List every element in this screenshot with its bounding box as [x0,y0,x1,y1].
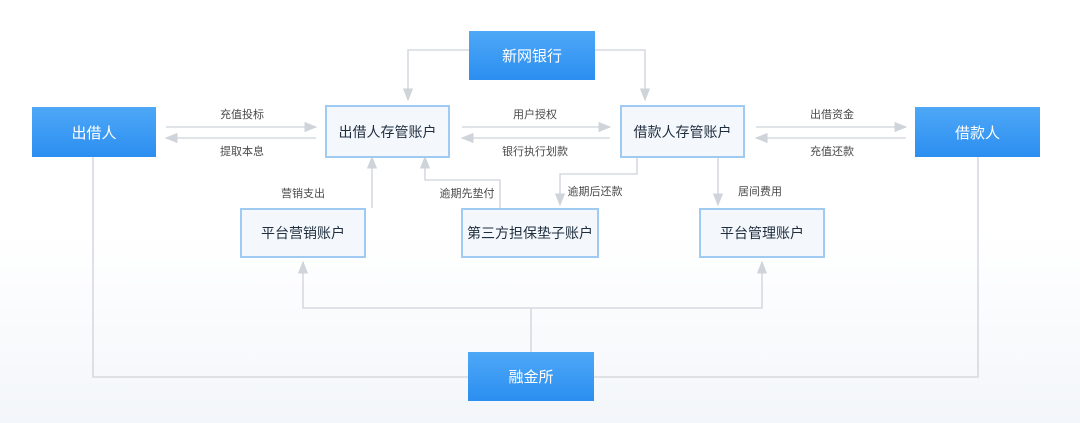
edge-overdue-repay [554,157,638,207]
edge-overdue-advance [419,155,501,208]
edge-label-recharge-invest: 充值投标 [220,108,264,121]
exchange-node-label: 融金所 [508,368,554,386]
borrower-account-node[interactable]: 借款人存管账户 [620,105,745,158]
bank-node-label: 新网银行 [501,47,562,65]
management-account-node-label: 平台管理账户 [720,226,804,242]
edge-lender-to-exchange [92,157,468,378]
edge-bank-to-lender-account [402,49,470,102]
edge-label-recharge-repay: 充值还款 [810,145,854,158]
edge-bank-to-borrower-account [594,49,651,102]
edge-exchange-to-management [531,260,768,309]
edge-label-overdue-advance: 逾期先垫付 [439,187,495,200]
exchange-node[interactable]: 融金所 [468,352,594,401]
lender-account-node[interactable]: 出借人存管账户 [325,105,450,158]
guarantee-account-node[interactable]: 第三方担保垫子账户 [461,208,599,258]
edge-label-withdraw-principal: 提取本息 [220,145,264,158]
lender-node[interactable]: 出借人 [32,107,156,157]
edge-label-overdue-repay: 逾期后还款 [567,185,623,198]
borrower-account-node-label: 借款人存管账户 [633,124,732,141]
edge-label-user-authorize: 用户授权 [513,108,557,121]
edge-exchange-to-marketing [297,260,531,309]
guarantee-account-node-label: 第三方担保垫子账户 [467,226,593,242]
borrower-node[interactable]: 借款人 [915,107,1040,157]
lender-account-node-label: 出借人存管账户 [338,124,437,141]
marketing-account-node-label: 平台营销账户 [261,226,345,242]
marketing-account-node[interactable]: 平台营销账户 [240,208,366,258]
lender-node-label: 出借人 [71,123,117,142]
edge-label-lend-funds: 出借资金 [810,108,854,121]
management-account-node[interactable]: 平台管理账户 [699,208,825,258]
bank-node[interactable]: 新网银行 [469,31,595,80]
edge-borrower-to-exchange [594,157,979,378]
borrower-node-label: 借款人 [954,123,1000,142]
edge-label-bank-transfer: 银行执行划款 [502,145,568,158]
edge-label-marketing-expense: 营销支出 [281,187,325,200]
edge-label-intermediary-fee: 居间费用 [738,185,782,198]
